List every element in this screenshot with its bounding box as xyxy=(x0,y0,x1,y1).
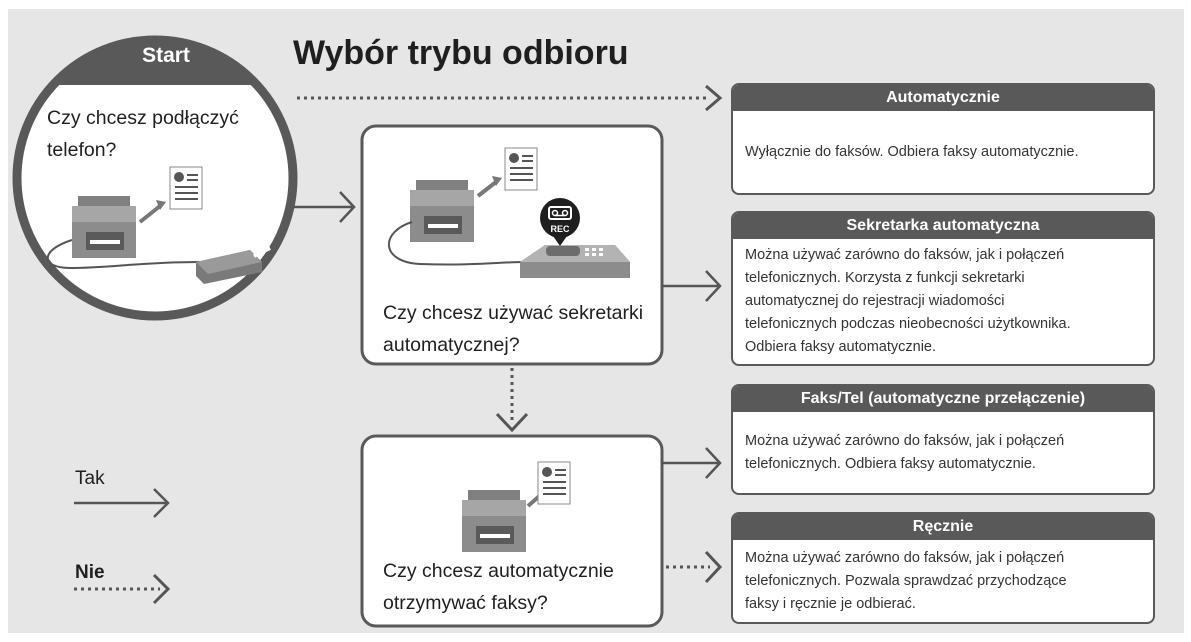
telephone-icon xyxy=(196,225,271,284)
cable-line xyxy=(387,221,525,266)
arrowhead-3 xyxy=(705,270,722,302)
arrowhead-5 xyxy=(705,447,722,479)
result-answering-machine: Sekretarka automatyczna Można używać zar… xyxy=(731,211,1155,366)
question-line: Czy chcesz używać sekretarki xyxy=(383,302,644,324)
send-arrow-icon xyxy=(138,204,162,224)
legend-no-label: Nie xyxy=(75,562,105,583)
result-line: Wyłącznie do faksów. Odbiera faksy autom… xyxy=(745,143,1079,160)
result-title: Sekretarka automatyczna xyxy=(733,213,1153,239)
question-answering-machine: Czy chcesz używać sekretarki automatyczn… xyxy=(383,297,643,361)
result-automatic: Automatycznie Wyłącznie do faksów. Odbie… xyxy=(731,83,1155,195)
start-question-line: Czy chcesz podłączyć xyxy=(47,107,239,129)
result-line: telefonicznych podczas nieobecności użyt… xyxy=(745,316,1071,332)
printer-icon xyxy=(72,196,136,258)
document-icon xyxy=(169,166,203,210)
result-line: automatycznej do rejestracji wiadomości xyxy=(745,293,1005,309)
result-line: Odbiera faksy automatycznie. xyxy=(745,339,937,355)
result-description: Można używać zarówno do faksów, jak i po… xyxy=(733,239,1153,364)
send-arrowhead-icon xyxy=(156,200,166,210)
result-description: Można używać zarówno do faksów, jak i po… xyxy=(733,412,1153,493)
start-question: Czy chcesz podłączyć telefon? xyxy=(47,102,239,166)
result-title: Automatycznie xyxy=(733,85,1153,111)
arrowhead-4 xyxy=(495,412,529,433)
start-question-line: telefon? xyxy=(47,139,117,161)
legend-yes-arrowhead xyxy=(153,488,170,518)
send-arrowhead-icon xyxy=(492,176,502,186)
result-fax-tel: Faks/Tel (automatyczne przełączenie) Moż… xyxy=(731,384,1155,495)
send-arrow-icon xyxy=(476,180,498,198)
result-line: Można używać zarówno do faksów, jak i po… xyxy=(745,549,1065,566)
legend-no-arrowhead xyxy=(152,573,171,605)
arrowhead-6 xyxy=(704,550,723,584)
document-icon xyxy=(504,147,538,191)
start-circle xyxy=(12,35,298,321)
cable-line xyxy=(46,239,201,270)
printer-icon xyxy=(410,180,474,242)
result-title: Ręcznie xyxy=(733,514,1153,540)
result-line: faksy i ręcznie je odbierać. xyxy=(745,595,916,612)
result-description: Można używać zarówno do faksów, jak i po… xyxy=(733,540,1153,622)
result-line: Można używać zarówno do faksów, jak i po… xyxy=(745,432,1065,449)
question-line: automatycznej? xyxy=(383,334,520,356)
legend-yes-label: Tak xyxy=(75,468,105,489)
rec-icon: REC xyxy=(540,198,580,246)
result-line: telefonicznych. Odbiera faksy automatycz… xyxy=(745,455,1036,472)
rec-label: REC xyxy=(550,224,570,234)
page-title: Wybór trybu odbioru xyxy=(293,34,629,72)
result-manual: Ręcznie Można używać zarówno do faksów, … xyxy=(731,512,1155,624)
start-label: Start xyxy=(142,44,190,67)
result-line: Można używać zarówno do faksów, jak i po… xyxy=(745,247,1065,263)
document-icon xyxy=(537,461,571,505)
fax-answering-machine-icon xyxy=(520,221,639,278)
arrowhead-1 xyxy=(705,84,723,112)
result-description: Wyłącznie do faksów. Odbiera faksy autom… xyxy=(733,111,1153,193)
result-line: telefonicznych. Korzysta z funkcji sekre… xyxy=(745,270,1025,286)
question-line: Czy chcesz automatycznie xyxy=(383,560,614,582)
question-auto-receive: Czy chcesz automatycznie otrzymywać faks… xyxy=(383,555,614,619)
result-line: telefonicznych. Pozwala sprawdzać przych… xyxy=(745,572,1067,589)
printer-icon xyxy=(462,490,526,552)
arrowhead-2 xyxy=(339,191,356,223)
question-line: otrzymywać faksy? xyxy=(383,592,548,614)
result-title: Faks/Tel (automatyczne przełączenie) xyxy=(733,386,1153,412)
